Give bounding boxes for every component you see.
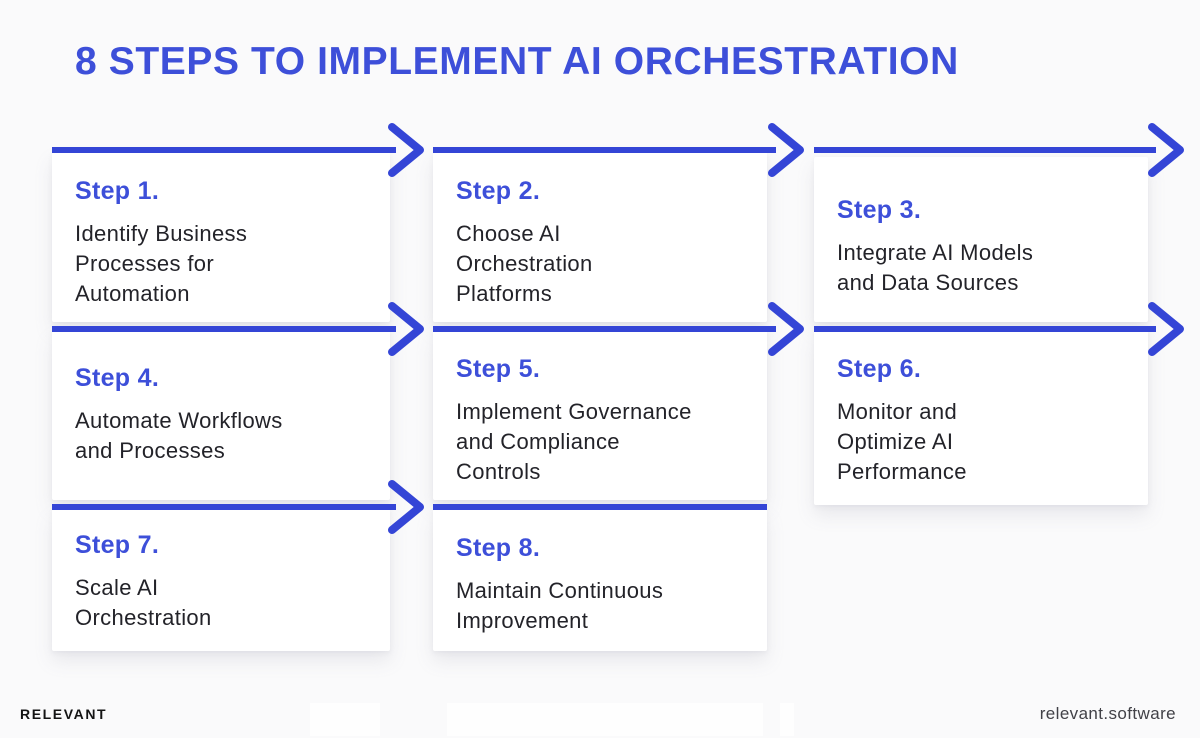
page-title: 8 STEPS TO IMPLEMENT AI ORCHESTRATION (75, 40, 959, 83)
background-patch (447, 703, 763, 736)
website-url: relevant.software (1039, 704, 1176, 723)
step-description: Choose AI Orchestration Platforms (456, 221, 593, 306)
step-description: Automate Workflows and Processes (75, 408, 283, 463)
step-card-4: Step 4. Automate Workflows and Processes (52, 330, 390, 500)
step-label: Step 2. (456, 177, 541, 205)
step-label: Step 7. (75, 531, 160, 559)
step-label: Step 5. (456, 355, 541, 383)
step-label: Step 3. (837, 196, 922, 224)
step-card-6: Step 6. Monitor and Optimize AI Performa… (814, 330, 1148, 505)
step-card-2: Step 2. Choose AI Orchestration Platform… (433, 152, 767, 322)
step-description: Monitor and Optimize AI Performance (837, 399, 967, 484)
step-label: Step 6. (837, 355, 922, 383)
step-card-7: Step 7. Scale AI Orchestration (52, 509, 390, 651)
step-description: Identify Business Processes for Automati… (75, 221, 248, 306)
step-card-1: Step 1. Identify Business Processes for … (52, 152, 390, 322)
background-patch (310, 703, 380, 736)
step-description: Integrate AI Models and Data Sources (837, 240, 1034, 295)
step-card-5: Step 5. Implement Governance and Complia… (433, 330, 767, 500)
step-description: Maintain Continuous Improvement (456, 578, 664, 633)
step-description: Implement Governance and Compliance Cont… (456, 399, 692, 484)
step-label: Step 8. (456, 534, 541, 562)
step-card-8: Step 8. Maintain Continuous Improvement (433, 509, 767, 651)
brand-logo: RELEVANT (20, 706, 108, 722)
step-description: Scale AI Orchestration (75, 575, 212, 630)
step-card-3: Step 3. Integrate AI Models and Data Sou… (814, 157, 1148, 322)
step-label: Step 1. (75, 177, 160, 205)
step-label: Step 4. (75, 364, 160, 392)
background-patch (780, 703, 794, 736)
